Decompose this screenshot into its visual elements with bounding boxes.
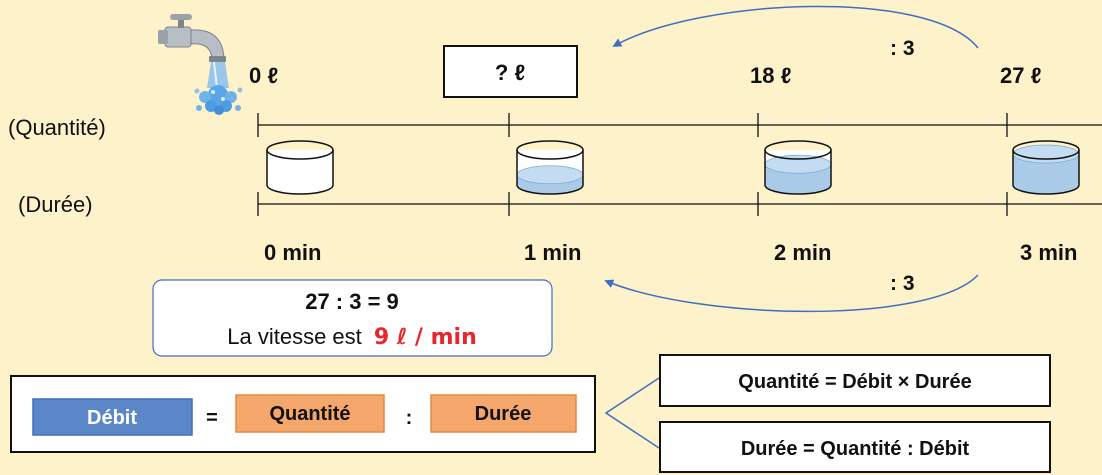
bottom-divide-arrow	[604, 274, 979, 313]
quantity-label-0: 0 ℓ	[249, 63, 278, 88]
quantity-row-label: (Quantité)	[8, 115, 106, 140]
debit-label: Débit	[87, 407, 137, 429]
container-icon	[764, 140, 832, 195]
duree-label: Durée	[475, 403, 532, 425]
speed-sentence-text: La vitesse est	[227, 324, 362, 349]
equals-sign: =	[206, 407, 218, 429]
quantite-label: Quantité	[269, 403, 350, 425]
unknown-quantity-box	[443, 45, 578, 98]
quantity-formula-box	[659, 354, 1051, 407]
bottom-divide-label: : 3	[890, 272, 915, 295]
quantite-box	[235, 394, 385, 433]
quantity-label-3: 27 ℓ	[1000, 63, 1042, 88]
water-splash-icon	[194, 61, 243, 115]
container-icon	[516, 140, 584, 195]
quantity-label-2: 18 ℓ	[750, 63, 792, 88]
duration-formula-box	[659, 421, 1051, 473]
duree-box	[430, 394, 577, 433]
branch-connector	[604, 377, 660, 449]
duration-row-label: (Durée)	[18, 192, 93, 217]
calculation-equation: 27 : 3 = 9	[305, 289, 399, 314]
duration-formula: Durée = Quantité : Débit	[741, 438, 970, 460]
top-divide-arrow	[612, 5, 979, 49]
top-divide-label: : 3	[890, 37, 915, 60]
speed-sentence: La vitesse est 9 ℓ / min	[227, 324, 476, 350]
duration-label-3: 3 min	[1020, 240, 1077, 265]
quantity-label-1: ? ℓ	[495, 60, 526, 85]
container-icon	[1012, 140, 1080, 195]
quantity-formula: Quantité = Débit × Durée	[738, 371, 971, 393]
duration-label-2: 2 min	[774, 240, 831, 265]
speed-answer: 9 ℓ / min	[374, 325, 477, 350]
duration-label-1: 1 min	[524, 240, 581, 265]
container-icon	[266, 140, 334, 195]
divide-sign: :	[406, 407, 413, 429]
ticks	[257, 113, 1008, 216]
containers	[266, 140, 1080, 195]
debit-box	[32, 398, 193, 436]
faucet-icon	[158, 14, 226, 62]
duration-label-0: 0 min	[264, 240, 321, 265]
calculation-box	[152, 279, 553, 357]
